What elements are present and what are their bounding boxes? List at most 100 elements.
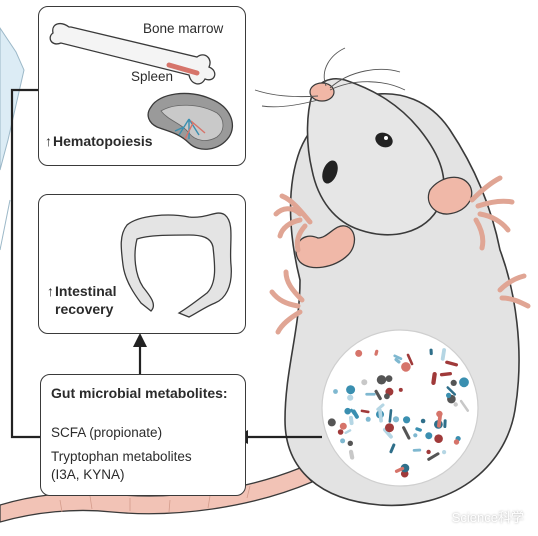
increase-arrow-icon: ↑ [47,283,54,299]
microbe [355,349,363,357]
microbe [426,449,431,455]
microbe [348,449,355,460]
microbe [446,392,452,398]
bone-icon [49,22,216,85]
intestinal-title-line2: recovery [55,301,114,317]
tail-rings [59,485,251,513]
microbe [443,419,447,428]
microbe [401,362,411,372]
microbe [347,394,354,401]
wechat-icon [431,508,448,525]
microbe [374,389,382,401]
microbe [339,422,347,430]
watermark-text: Science科学 [451,510,524,525]
metabolites-title: Gut microbial metabolites: [51,385,228,401]
microbe [384,393,390,400]
microbe [340,438,346,444]
microbe [376,375,387,385]
mouse-hindpaw-right [497,273,531,309]
microbe [442,450,447,455]
microbe [394,466,405,473]
metabolite-tryptophan-line1: Tryptophan metabolites [51,449,192,464]
arrow-head-to-intestinal [133,333,147,347]
background-blue-line [0,199,11,251]
microbe [400,463,410,473]
microbe [350,408,356,415]
bone-and-spleen-illustration [49,22,234,150]
microbe [337,429,344,435]
bone-marrow-label: Bone marrow [143,21,224,36]
microbe [439,372,452,377]
microbe [420,418,426,424]
microbe [437,414,442,428]
microbe [360,409,370,414]
connector-lines [10,88,322,439]
microbe [392,416,400,423]
intestine-icon [120,212,232,318]
microbe [403,416,411,424]
microbe [445,360,459,367]
microbe [453,439,460,445]
microbe [427,452,440,461]
microbe [385,375,393,382]
mouse-eye-left [322,160,338,184]
microbe [344,429,352,435]
microbe [389,443,396,454]
spleen-label: Spleen [131,69,174,84]
mouse-paw-left [273,193,313,253]
microbe [378,408,383,423]
microbe [348,415,354,426]
mouse-nose [309,82,335,102]
microbe [361,379,368,386]
microbe [425,432,433,440]
microbe [429,348,433,356]
microbe [374,349,379,356]
microbe [412,448,422,452]
metabolite-scfa: SCFA (propionate) [51,425,163,440]
microbe [376,403,385,411]
hematopoiesis-title: ↑Hematopoiesis [45,133,153,149]
microbe [382,427,393,439]
microbe [327,418,336,427]
microbe [394,357,401,364]
microbe [413,433,418,438]
intestine-illustration [120,212,232,318]
spleen-icon [147,92,234,150]
mouse-eye-right [375,132,393,148]
watermark: Science科学 [431,507,524,526]
microbe [459,377,469,388]
mouse-ear-right [427,176,473,215]
microbe [347,440,353,446]
microbe [450,379,457,386]
microbe [365,416,371,422]
microbe [440,348,447,361]
mouse-paw-right [469,175,515,251]
hematopoiesis-box: Bone marrow Spleen ↑Hematopoiesis [38,6,246,166]
microbe [415,427,422,432]
increase-arrow-icon: ↑ [45,133,52,149]
microbe [431,371,437,385]
microbe [398,387,403,392]
mouse-whiskers [254,47,406,108]
microbe [453,402,458,407]
microbe [406,353,414,366]
microbe [393,354,403,361]
microbe [333,389,338,394]
intestinal-title-text: Intestinal [55,283,117,299]
metabolites-box: Gut microbial metabolites: SCFA (propion… [40,374,246,496]
microbe [402,426,411,440]
mouse-hindpaw-left [269,269,305,335]
microbe [459,399,470,412]
microbe [346,385,356,395]
microbe [434,434,443,444]
gut-microbiome-inset [321,329,479,487]
hematopoiesis-title-text: Hematopoiesis [53,133,153,149]
microbe [388,409,393,423]
metabolite-tryptophan-line2: (I3A, KYNA) [51,467,125,482]
intestinal-recovery-box: ↑Intestinal recovery [38,194,246,334]
microbe [385,423,394,433]
intestinal-title-line1: ↑Intestinal [47,283,116,299]
microbe [446,386,457,396]
microbe [365,392,376,396]
